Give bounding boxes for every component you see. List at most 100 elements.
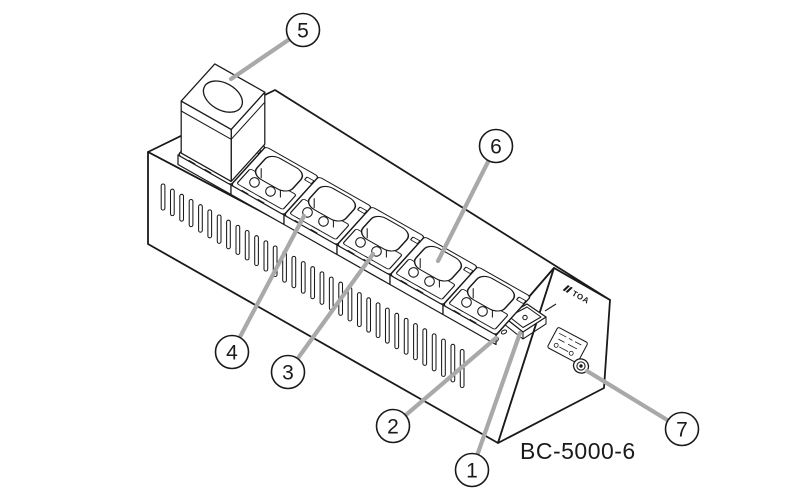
battery-lip-line [180, 101, 266, 140]
callout-3: 3 [270, 251, 376, 390]
callout-number-4: 4 [226, 342, 238, 365]
leader-line-4 [229, 213, 307, 355]
bay-opening [466, 275, 516, 312]
vent-slot [422, 328, 428, 366]
vent-slot [375, 302, 381, 339]
charge-led [355, 237, 366, 248]
leader-line-1 [469, 330, 523, 473]
vent-slot [366, 297, 372, 333]
bay-opening [307, 185, 357, 222]
callout-circle-2 [375, 408, 411, 444]
bay-depth-lines [313, 198, 334, 228]
full-led [265, 186, 276, 197]
vent-slot [160, 183, 166, 211]
vent-slot [263, 240, 269, 272]
callout-7: 7 [584, 368, 700, 447]
bay-plan [337, 207, 425, 275]
charging-bay-6 [442, 267, 531, 346]
vent-slot [441, 338, 446, 377]
leader-line-3 [285, 251, 376, 375]
jack-pin [579, 364, 583, 368]
power-led-mark [500, 329, 508, 335]
vent-slot [169, 188, 175, 217]
vent-slot [431, 333, 437, 372]
bay-depth-lines [260, 168, 281, 198]
battery-in-bay1 [180, 63, 266, 183]
bay-contact-tab [516, 296, 527, 304]
toa-logo-icon [562, 285, 573, 293]
callout-circle-1 [454, 452, 490, 488]
spec-label-polarity-line [559, 346, 569, 352]
callout-number-6: 6 [490, 136, 502, 159]
vent-slot [226, 219, 231, 250]
callout-circle-5 [285, 12, 321, 48]
vent-slot [291, 255, 297, 289]
vent-slot [328, 276, 334, 311]
led-label-marks [400, 276, 426, 294]
led-label-marks [347, 246, 373, 264]
vent-slot [413, 323, 418, 361]
leader-line-7 [584, 368, 685, 432]
callout-5: 5 [228, 12, 321, 82]
bay-opening [254, 155, 304, 192]
vent-slot [179, 193, 185, 222]
spec-label-text-marks [558, 332, 582, 350]
full-led [424, 276, 435, 287]
switch-lead-line [544, 303, 557, 312]
spec-label [547, 327, 588, 364]
vent-slot [403, 317, 409, 355]
charge-led [461, 297, 472, 308]
callout-number-7: 7 [676, 419, 688, 442]
led-label-marks [241, 186, 267, 204]
callout-4: 4 [214, 213, 307, 370]
bay-opening [413, 245, 463, 282]
callout-circle-7 [664, 411, 700, 447]
spec-label-polarity-left [553, 342, 559, 348]
power-switch [503, 303, 557, 340]
bay-depth-lines [419, 258, 440, 288]
callout-circle-4 [214, 334, 250, 370]
charging-bay-2 [230, 147, 319, 226]
vent-slot [198, 204, 203, 233]
vent-slot [319, 271, 325, 305]
callout-annotations: 1 2 3 4 5 6 7 [214, 12, 700, 488]
callout-6: 6 [435, 128, 514, 264]
model-label: BC-5000-6 [520, 438, 636, 464]
vent-slot [310, 266, 316, 300]
dc-input-jack [572, 358, 590, 374]
full-led [318, 216, 329, 227]
ventilation-slots [160, 183, 465, 389]
vent-slot [188, 198, 194, 228]
callout-number-1: 1 [466, 460, 478, 483]
vent-slot [356, 292, 362, 328]
charge-led [249, 177, 260, 188]
charge-led [408, 267, 419, 278]
callout-1: 1 [454, 330, 523, 488]
vent-slot [384, 307, 390, 344]
leader-line-6 [435, 143, 499, 264]
right-face [497, 267, 611, 444]
led-label-marks [453, 306, 479, 324]
callout-number-5: 5 [297, 20, 309, 43]
leader-line-2 [390, 335, 499, 429]
callout-number-3: 3 [282, 362, 294, 385]
vent-slot [300, 261, 306, 294]
battery-top-circle [202, 80, 244, 113]
vent-slot [254, 235, 259, 267]
vent-slot [347, 286, 353, 322]
vent-slot [216, 214, 222, 244]
switch-dot [522, 314, 528, 321]
full-led [477, 306, 488, 317]
bay-depth-lines [472, 288, 493, 318]
bay-depth-lines [366, 228, 387, 258]
vent-slot [244, 229, 250, 261]
spec-label-polarity-right [568, 350, 574, 356]
callout-2: 2 [375, 335, 499, 444]
callout-number-2: 2 [387, 416, 399, 439]
bay-opening [360, 215, 410, 252]
callout-circle-6 [478, 128, 514, 164]
vent-slot [394, 312, 400, 350]
vent-slot [235, 224, 241, 255]
